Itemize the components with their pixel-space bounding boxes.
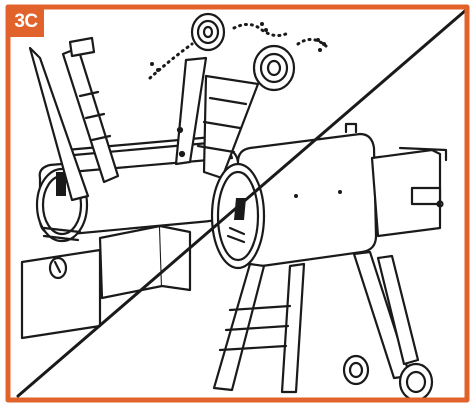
panel-divider [16,8,468,398]
inverted-grill-drawing [20,12,328,340]
wheel-icon [252,44,296,92]
frame-border [5,4,470,403]
arrowhead-icon [150,22,326,72]
wheel-icon [190,12,226,52]
upright-grill-drawing [210,122,448,402]
motion-arrow-icon [148,23,328,80]
step-badge: 3C [8,7,44,37]
